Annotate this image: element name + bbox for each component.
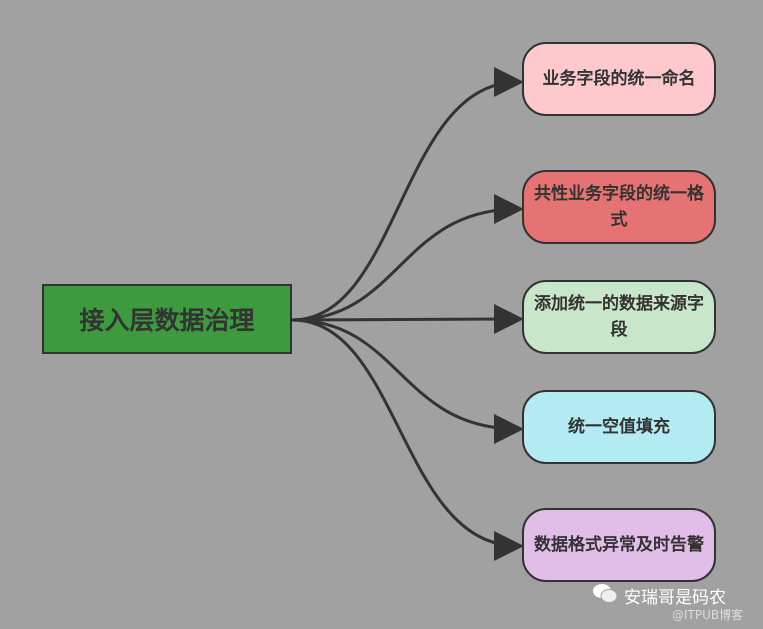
edge-4	[291, 318, 524, 444]
edge-3	[291, 304, 524, 335]
wechat-icon	[592, 582, 618, 609]
watermark-name: 安瑞哥是码农	[624, 588, 726, 608]
child-node-source-field: 添加统一的数据来源字段	[522, 280, 716, 354]
child-node-format: 共性业务字段的统一格式	[522, 170, 716, 244]
child-node-naming: 业务字段的统一命名	[522, 42, 716, 116]
edge-2	[291, 194, 524, 322]
edge-5	[291, 318, 524, 561]
root-node: 接入层数据治理	[42, 284, 292, 354]
child-node-null-fill: 统一空值填充	[522, 390, 716, 464]
edge-1	[291, 67, 524, 322]
watermark-source: @ITPUB博客	[672, 608, 744, 622]
child-node-alert: 数据格式异常及时告警	[522, 508, 716, 582]
watermark: 安瑞哥是码农	[592, 582, 726, 609]
